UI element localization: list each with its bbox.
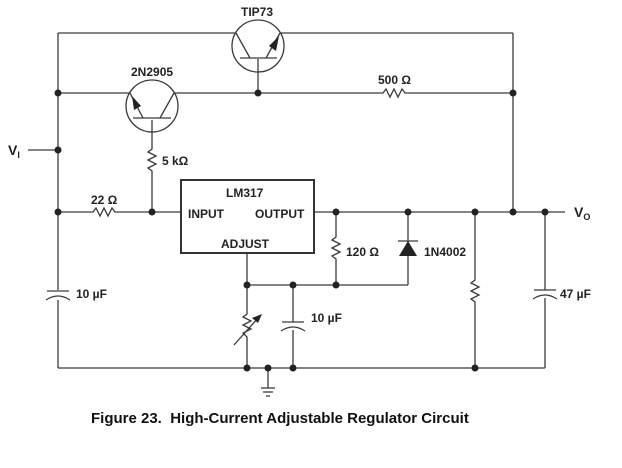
transistor-tip73-label: TIP73 (241, 5, 273, 19)
transistor-2n2905 (125, 79, 179, 133)
capacitor-adjust-label: 10 µF (311, 311, 342, 325)
junction-dot (54, 208, 62, 216)
diode-label: 1N4002 (424, 245, 466, 259)
potentiometer (233, 312, 262, 346)
resistor-500-label: 500 Ω (378, 73, 411, 87)
capacitor-output-label: 47 µF (560, 287, 591, 301)
terminal-vout-main: V (574, 204, 584, 220)
capacitor-adjust (280, 321, 306, 332)
figure-caption: Figure 23. High-Current Adjustable Regul… (91, 410, 469, 427)
junction-dot (332, 281, 340, 289)
resistor-500-ohm (380, 87, 408, 99)
junction-dot (471, 364, 479, 372)
junction-dot (509, 89, 517, 97)
junction-dot (54, 146, 62, 154)
resistor-22-label: 22 Ω (91, 193, 118, 207)
junction-dot (289, 364, 297, 372)
junctions (54, 89, 549, 372)
capacitor-input (45, 290, 71, 301)
regulator-pin-adjust: ADJUST (221, 237, 270, 251)
terminal-vin-sub: I (17, 150, 20, 160)
regulator-pin-output: OUTPUT (255, 207, 305, 221)
resistor-22-ohm (90, 206, 118, 218)
terminal-vin: VI (8, 142, 20, 160)
regulator-lm317 (180, 179, 315, 254)
junction-dot (243, 281, 251, 289)
ground-icon (261, 387, 275, 397)
resistor-5k (146, 147, 158, 173)
resistor-5k-label: 5 kΩ (162, 154, 189, 168)
junction-dot (54, 89, 62, 97)
regulator-pin-input: INPUT (188, 207, 225, 221)
junction-dot (264, 364, 272, 372)
junction-dot (243, 364, 251, 372)
resistor-load (469, 278, 481, 305)
junction-dot (509, 208, 517, 216)
resistor-120-label: 120 Ω (346, 245, 379, 259)
terminal-vout: VO (574, 204, 590, 222)
junction-dot (541, 208, 549, 216)
capacitor-output (532, 289, 558, 300)
junction-dot (404, 208, 412, 216)
junction-dot (148, 208, 156, 216)
terminal-vin-main: V (8, 142, 18, 158)
junction-dot (332, 208, 340, 216)
capacitor-input-label: 10 µF (76, 287, 107, 301)
junction-dot (289, 281, 297, 289)
transistor-2n2905-label: 2N2905 (131, 65, 173, 79)
diode-1n4002 (398, 240, 418, 256)
resistor-120-ohm (330, 235, 342, 262)
terminal-vout-sub: O (583, 212, 590, 222)
junction-dot (471, 208, 479, 216)
transistor-tip73 (231, 19, 285, 73)
regulator-name: LM317 (226, 186, 264, 200)
junction-dot (254, 89, 262, 97)
